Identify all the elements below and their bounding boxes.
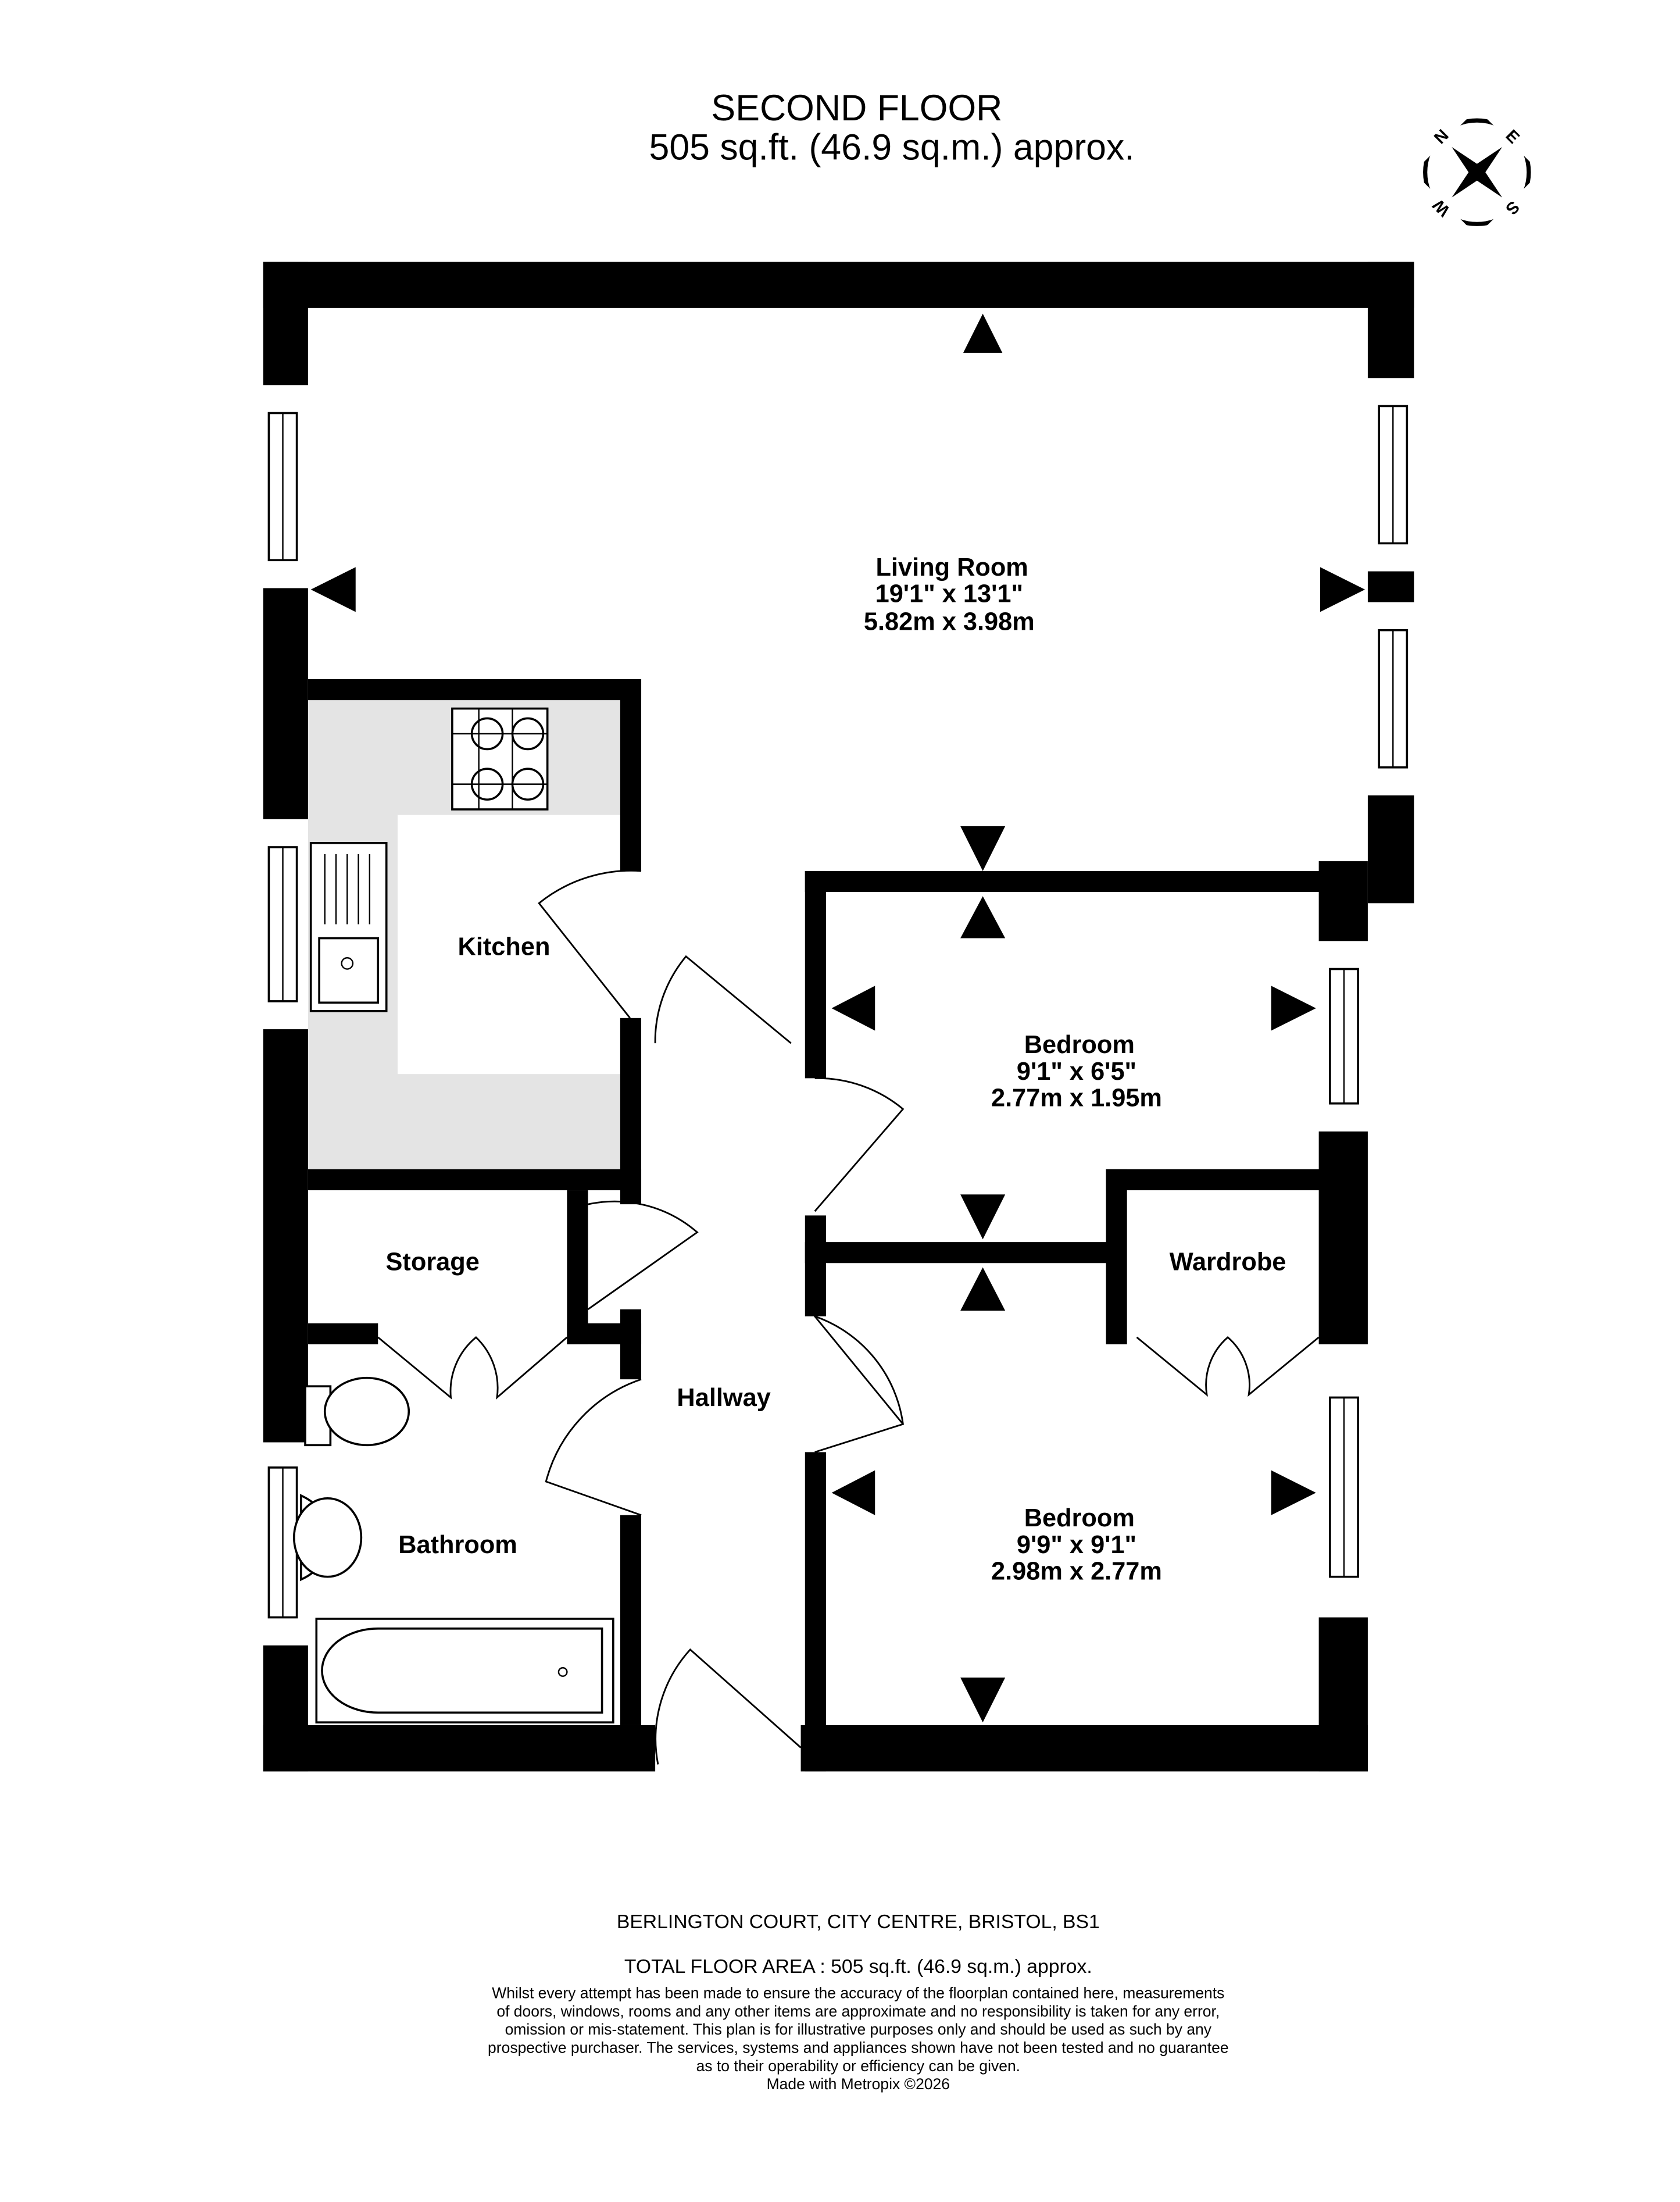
room-name: Bedroom <box>1024 1031 1135 1059</box>
disclaimer-line: prospective purchaser. The services, sys… <box>488 2039 1229 2057</box>
room-dim-imperial: 9'9" x 9'1" <box>1017 1531 1136 1559</box>
bath-icon <box>315 1618 614 1723</box>
disclaimer-line: omission or mis-statement. This plan is … <box>505 2021 1212 2038</box>
disclaimer: Whilst every attempt has been made to en… <box>488 1985 1229 2093</box>
sink-icon <box>309 841 388 1012</box>
windows <box>267 405 1409 1619</box>
floor-title: SECOND FLOOR <box>711 88 1002 129</box>
disclaimer-line: as to their operability or efficiency ca… <box>696 2057 1020 2075</box>
room-dim-imperial: 19'1" x 13'1" <box>875 580 1023 608</box>
room-bedroom-1: Bedroom 9'1" x 6'5" 2.77m x 1.95m <box>991 1031 1162 1112</box>
room-name: Bedroom <box>1024 1504 1135 1532</box>
floor-area: 505 sq.ft. (46.9 sq.m.) approx. <box>649 127 1135 168</box>
toilet-icon <box>304 1376 410 1447</box>
walls <box>263 262 1414 1772</box>
room-bedroom-2: Bedroom 9'9" x 9'1" 2.98m x 2.77m <box>991 1504 1162 1586</box>
total-floor-area: TOTAL FLOOR AREA : 505 sq.ft. (46.9 sq.m… <box>624 1955 1092 1978</box>
room-dim-imperial: 9'1" x 6'5" <box>1017 1058 1136 1086</box>
room-bathroom: Bathroom <box>398 1531 517 1559</box>
room-living: Living Room 19'1" x 13'1" 5.82m x 3.98m <box>864 554 1035 636</box>
room-storage: Storage <box>386 1248 480 1276</box>
address: BERLINGTON COURT, CITY CENTRE, BRISTOL, … <box>617 1911 1100 1933</box>
hob-icon <box>451 707 549 811</box>
room-name: Living Room <box>875 554 1028 581</box>
room-dim-metric: 5.82m x 3.98m <box>864 608 1035 636</box>
basin-icon <box>292 1494 363 1582</box>
room-kitchen: Kitchen <box>458 933 551 961</box>
dimension-arrows <box>310 313 1366 1723</box>
compass-icon: N E S W <box>1407 103 1546 242</box>
room-dim-metric: 2.98m x 2.77m <box>991 1558 1162 1586</box>
credit: Made with Metropix ©2026 <box>767 2075 950 2093</box>
doors <box>377 869 1320 1765</box>
room-wardrobe: Wardrobe <box>1170 1248 1286 1276</box>
disclaimer-line: of doors, windows, rooms and any other i… <box>496 2003 1220 2020</box>
disclaimer-line: Whilst every attempt has been made to en… <box>492 1985 1224 2002</box>
room-dim-metric: 2.77m x 1.95m <box>991 1084 1162 1112</box>
room-hallway: Hallway <box>677 1384 770 1412</box>
